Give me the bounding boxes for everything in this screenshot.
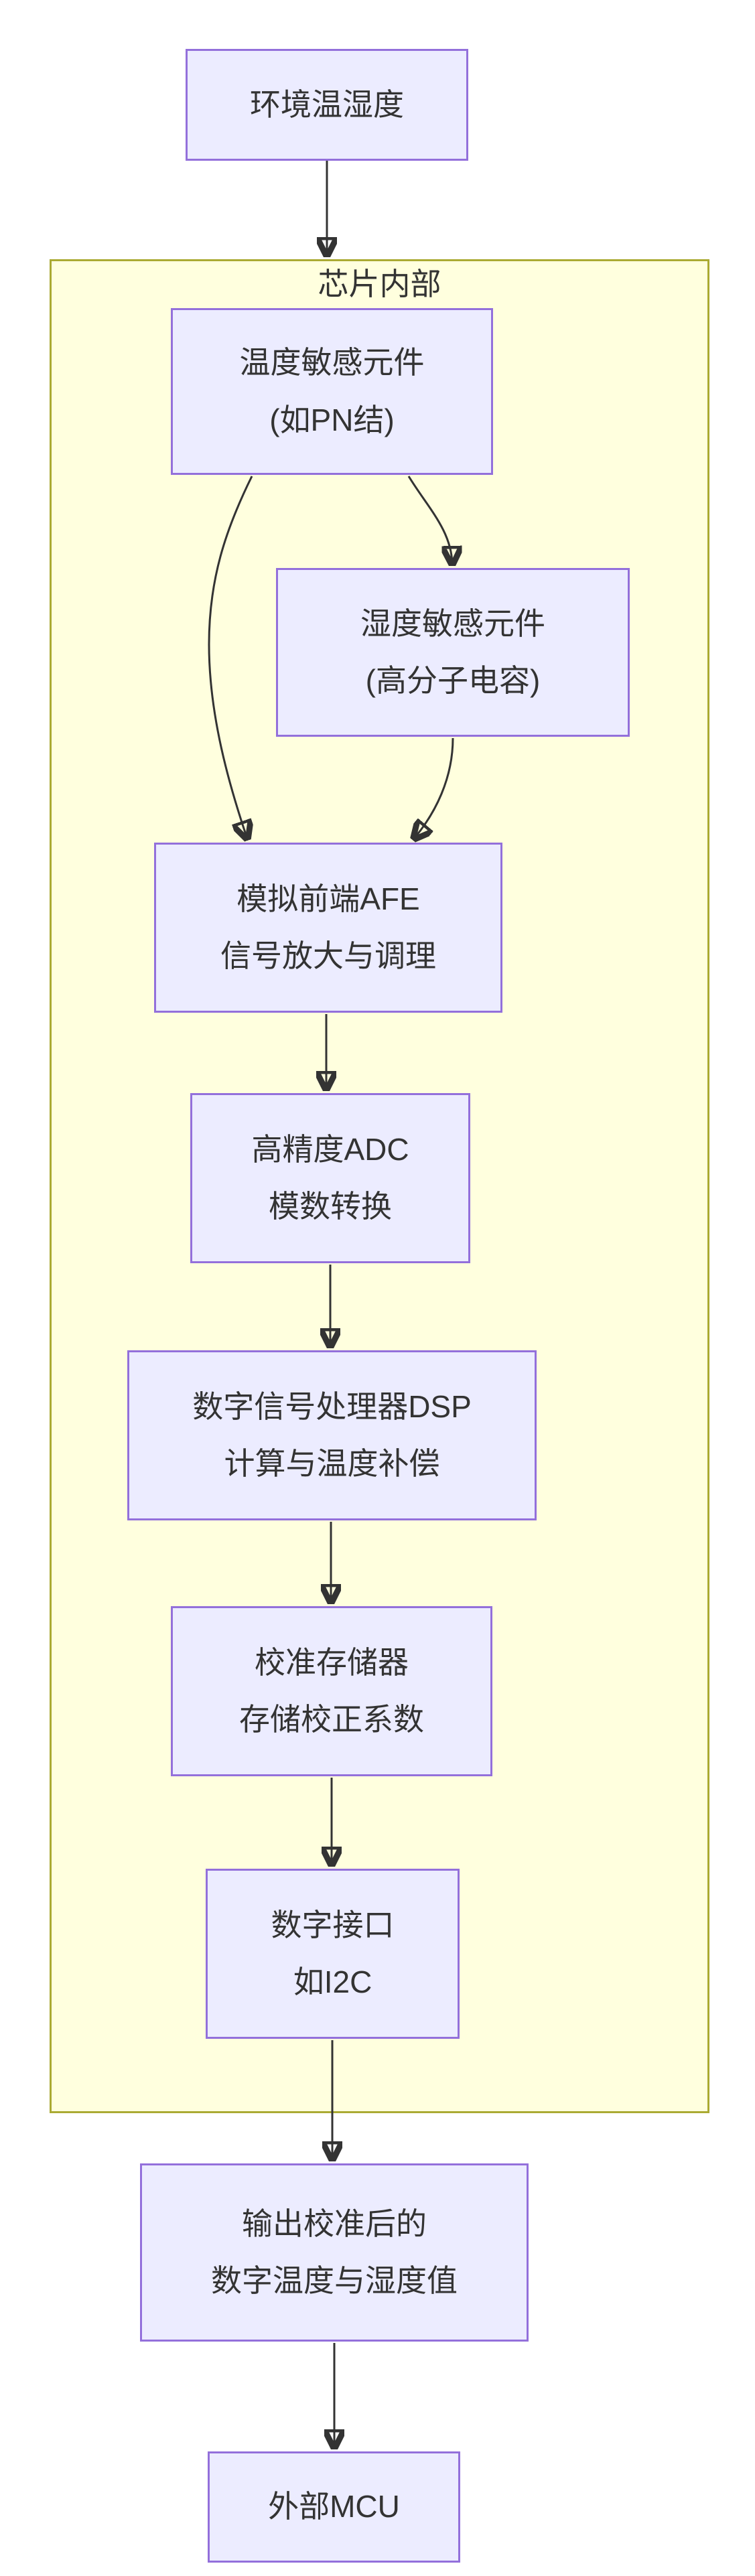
node-external-mcu: 外部MCU bbox=[208, 2451, 460, 2563]
node-humidity-sensor: 湿度敏感元件 (高分子电容) bbox=[276, 568, 630, 737]
node-dsp: 数字信号处理器DSP 计算与温度补偿 bbox=[127, 1350, 537, 1520]
node-adc: 高精度ADC 模数转换 bbox=[190, 1093, 470, 1263]
node-analog-front-end: 模拟前端AFE 信号放大与调理 bbox=[154, 843, 502, 1013]
node-calibration-memory: 校准存储器 存储校正系数 bbox=[171, 1606, 492, 1776]
node-calibrated-output: 输出校准后的 数字温度与湿度值 bbox=[140, 2163, 529, 2342]
node-digital-interface: 数字接口 如I2C bbox=[206, 1869, 460, 2039]
node-temp-sensor: 温度敏感元件 (如PN结) bbox=[171, 308, 493, 475]
subgraph-chip-internal-label: 芯片内部 bbox=[318, 267, 441, 301]
node-ambient-temp-humidity: 环境温湿度 bbox=[186, 49, 468, 161]
